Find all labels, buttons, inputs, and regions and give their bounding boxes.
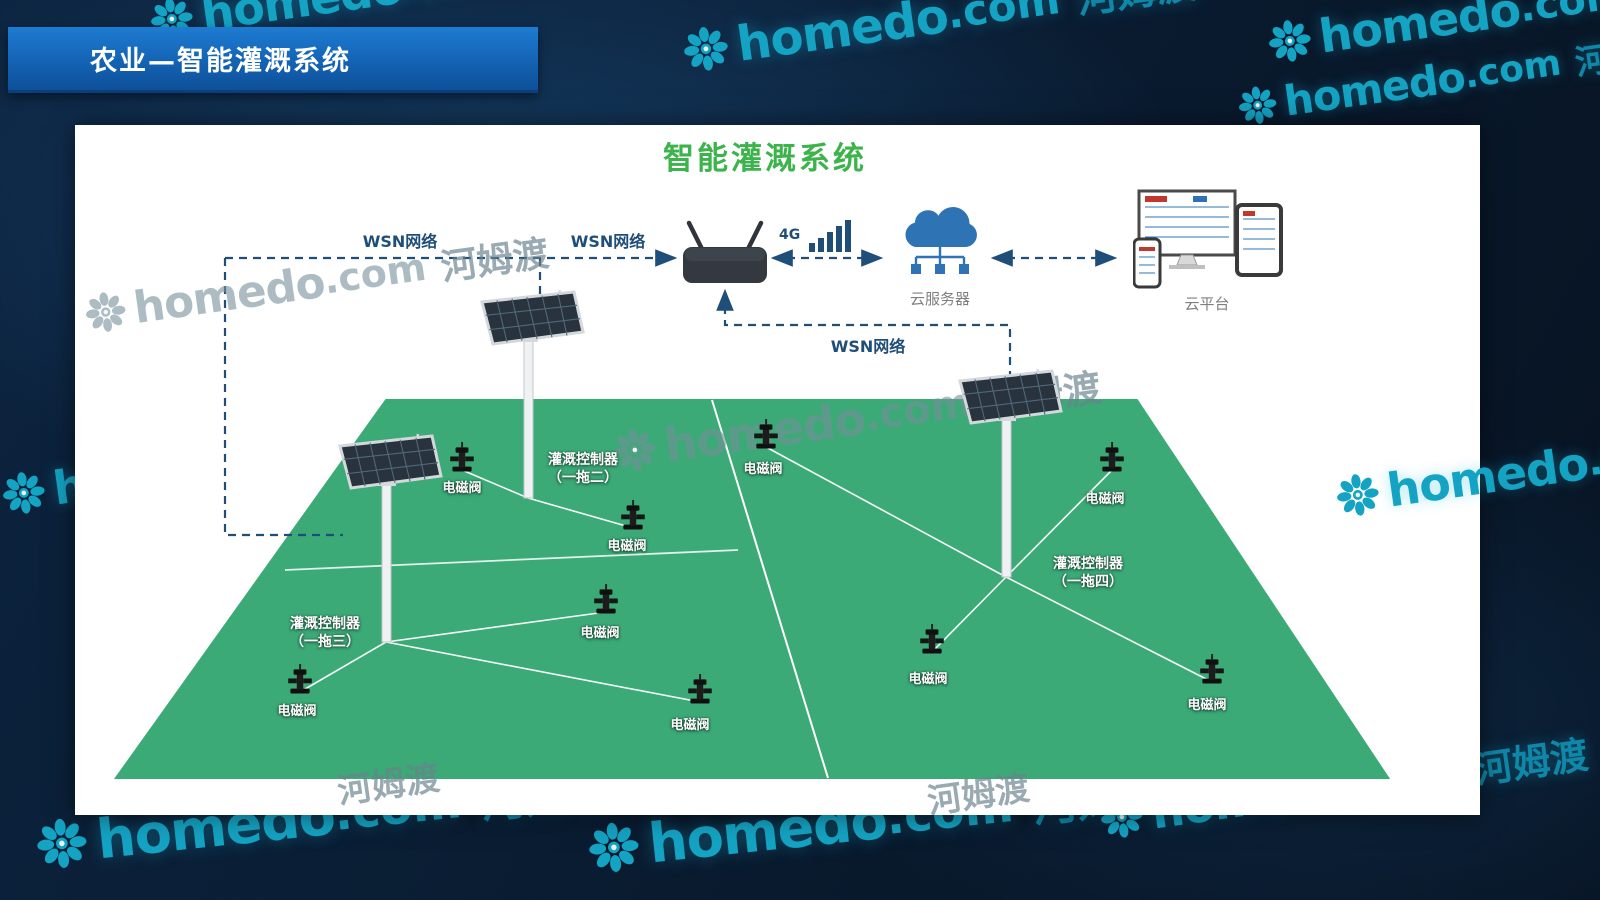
watermark-chinese: 河姆渡 [1072, 0, 1199, 25]
solenoid-valve-icon [621, 500, 645, 530]
controller-3-name: 灌溉控制器 [290, 616, 360, 632]
controller-3-label: 灌溉控制器 （一拖三） [260, 615, 390, 651]
wsn-gateway-icon [683, 220, 767, 283]
solenoid-valve-icon [594, 584, 618, 614]
watermark-chinese: 河姆渡 [1471, 732, 1591, 793]
page-title: 农业—智能灌溉系统 [90, 46, 351, 77]
valve-connection-lines [299, 446, 1213, 703]
solenoid-valve-icon [1100, 442, 1124, 472]
valve-label: 电磁阀 [1085, 492, 1125, 507]
irrigation-controller-4-icon [958, 367, 1063, 579]
solenoid-valve-icon [450, 442, 474, 472]
controller-2-label: 灌溉控制器 （一拖二） [518, 451, 648, 487]
cloud-server-icon [905, 207, 977, 274]
controller-4-name: 灌溉控制器 [1053, 556, 1123, 572]
valve-label: 电磁阀 [277, 704, 317, 719]
homedo-flower-icon [34, 815, 89, 870]
wsn-network-label-bottom: WSN网络 [830, 337, 906, 356]
watermark-domain: .com [1461, 41, 1564, 97]
homedo-flower-icon [681, 23, 731, 74]
valve-label: 电磁阀 [743, 462, 783, 477]
solenoid-valve-icon [688, 674, 712, 704]
cloud-platform-label: 云平台 [1184, 295, 1230, 313]
homedo-flower-icon [1266, 16, 1314, 65]
homedo-watermark: homedo.com 河姆渡 [1235, 21, 1600, 132]
controller-4-label: 灌溉控制器 （一拖四） [1023, 555, 1153, 591]
solenoid-valve-icon [920, 624, 944, 654]
valve-label: 电磁阀 [580, 626, 620, 641]
cloud-server-label: 云服务器 [909, 290, 970, 308]
valve-label: 电磁阀 [908, 672, 948, 687]
homedo-watermark: homedo.com 河姆渡 [679, 0, 1199, 80]
wsn-network-lines [223, 249, 1118, 537]
field-polygon [110, 397, 1394, 781]
solenoid-valve-icon [288, 664, 312, 694]
valve-label: 电磁阀 [670, 718, 710, 733]
watermark-brand: homedo [1315, 0, 1524, 64]
solenoid-valve-icon [754, 419, 778, 449]
signal-bars-icon [809, 220, 851, 252]
title-banner: 农业—智能灌溉系统 [8, 27, 538, 93]
cellular-4g-label: 4G [779, 227, 801, 243]
watermark-domain: .com [943, 0, 1063, 39]
homedo-watermark: homedo.com 河姆渡 [1264, 0, 1600, 71]
watermark-domain: .com [398, 0, 511, 9]
diagram-title: 智能灌溉系统 [663, 141, 867, 177]
watermark-chinese: 河姆渡 [1572, 29, 1600, 83]
valve-label: 电磁阀 [607, 539, 647, 554]
watermark-brand: homedo [733, 0, 952, 72]
controller-2-name: 灌溉控制器 [548, 452, 618, 468]
valve-label: 电磁阀 [1187, 698, 1227, 713]
cloud-platform-devices-icon [1133, 189, 1283, 289]
wsn-network-label-mid: WSN网络 [570, 232, 646, 251]
irrigation-diagram-canvas [110, 249, 1394, 781]
field-boundary-lines [284, 399, 829, 779]
homedo-flower-icon [0, 468, 48, 517]
diagram-panel: homedo.com 河姆渡 homedo.com 河姆渡 homedo.com… [75, 125, 1480, 815]
solenoid-valve-icon [1200, 654, 1224, 684]
homedo-flower-icon [586, 819, 641, 874]
watermark-brand: homedo [1280, 51, 1468, 126]
watermark-domain: .com [1584, 424, 1600, 485]
watermark-domain: .com [1516, 0, 1600, 31]
controller-3-type: （一拖三） [290, 634, 360, 651]
valve-label: 电磁阀 [442, 481, 482, 496]
controller-2-type: （一拖二） [548, 470, 618, 487]
wsn-network-label-left: WSN网络 [362, 232, 438, 251]
controller-4-type: （一拖四） [1053, 574, 1123, 591]
homedo-flower-icon [1236, 83, 1279, 126]
